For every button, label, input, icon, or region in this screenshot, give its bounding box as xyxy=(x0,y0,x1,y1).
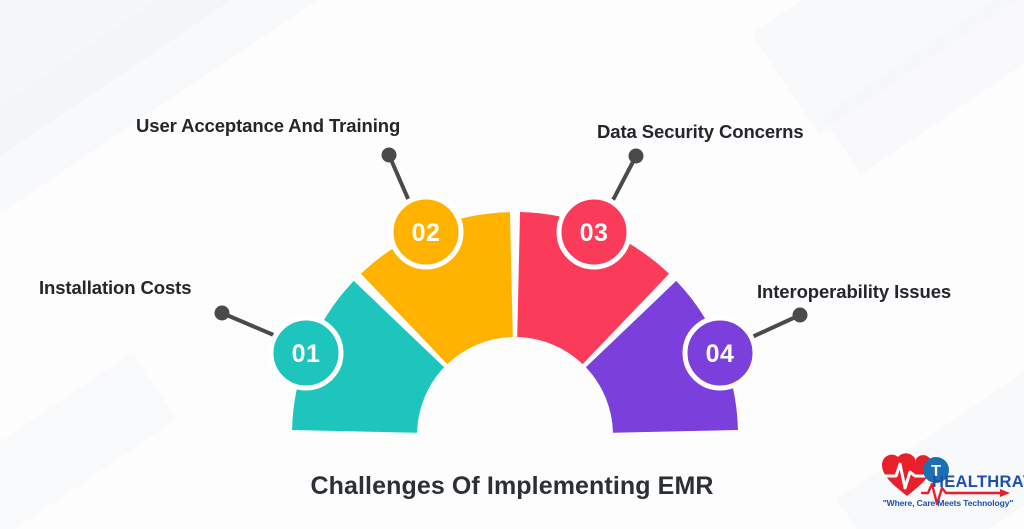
callout-label-04: Interoperability Issues xyxy=(757,281,952,302)
ecg-tail-line xyxy=(920,482,1004,506)
number-badge-group: 01 02 03 04 xyxy=(268,194,758,391)
number-badge-text-02: 02 xyxy=(412,219,441,247)
connector-group xyxy=(214,147,808,339)
connector-line-03 xyxy=(611,154,638,202)
ecg-line xyxy=(882,462,930,490)
connector-line-04 xyxy=(750,313,802,339)
connector-line-02 xyxy=(387,153,411,203)
arc-segment-group xyxy=(292,212,738,433)
arc-segment-03[interactable] xyxy=(517,212,670,365)
healthray-logo: T HEALTHRAY "Where, Care Meets Technolog… xyxy=(876,446,1024,520)
heart-icon xyxy=(882,453,932,496)
callout-label-02: User Acceptance And Training xyxy=(136,115,401,136)
arrow-icon xyxy=(1000,489,1010,497)
number-badge-text-04: 04 xyxy=(706,340,735,368)
arc-segment-01[interactable] xyxy=(292,280,445,433)
number-badge-04[interactable] xyxy=(682,315,758,391)
number-badge-text-03: 03 xyxy=(580,219,609,247)
connector-dot-01 xyxy=(214,305,230,321)
connector-line-01 xyxy=(220,311,278,338)
page-title: Challenges Of Implementing EMR xyxy=(310,472,714,500)
callout-label-01: Installation Costs xyxy=(39,277,192,298)
number-badge-text-01: 01 xyxy=(292,340,321,368)
number-badge-03[interactable] xyxy=(556,194,632,270)
logo-wordmark: HEALTHRAY xyxy=(932,473,1024,491)
number-badge-02[interactable] xyxy=(388,194,464,270)
connector-dot-02 xyxy=(381,147,397,163)
badge-circle xyxy=(923,457,949,483)
logo-graphic: T xyxy=(882,453,1010,506)
badge-letter: T xyxy=(931,463,941,480)
connector-dot-04 xyxy=(792,307,808,323)
number-badge-01[interactable] xyxy=(268,315,344,391)
logo-tagline: "Where, Care Meets Technology" xyxy=(882,498,1014,508)
connector-dot-03 xyxy=(628,148,644,164)
callout-label-03: Data Security Concerns xyxy=(597,121,804,142)
arc-segment-04[interactable] xyxy=(585,280,738,433)
